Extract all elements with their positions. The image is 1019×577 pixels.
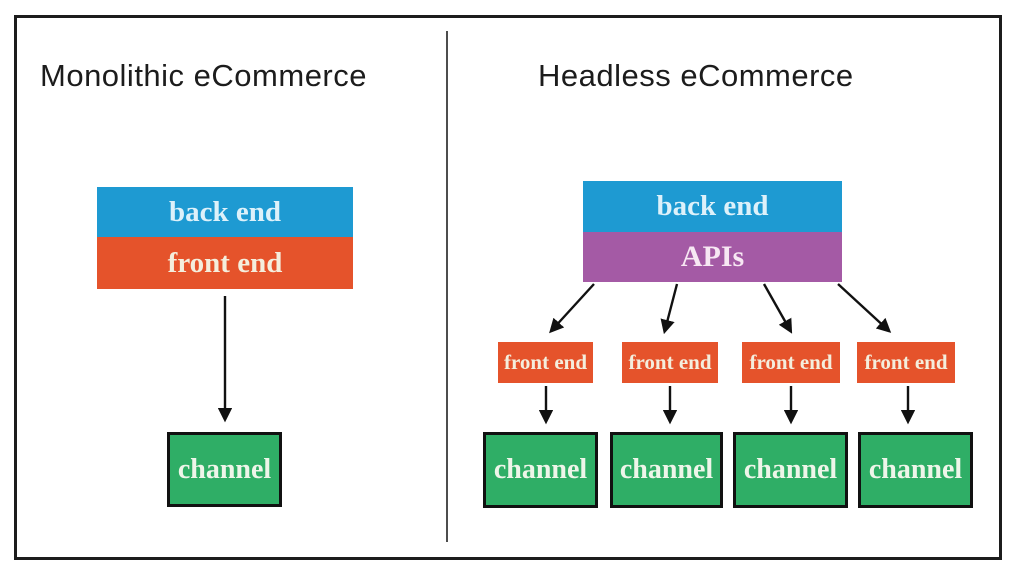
headless-title: Headless eCommerce (538, 58, 854, 93)
headless-backend-box: back end (583, 181, 842, 232)
headless-apis-box: APIs (583, 232, 842, 282)
headless-channel-box-4: channel (858, 432, 973, 508)
monolithic-channel-box: channel (167, 432, 282, 507)
headless-frontend-box-3: front end (742, 342, 840, 383)
panel-divider (446, 31, 448, 542)
headless-channel-box-2: channel (610, 432, 723, 508)
headless-channel-box-3: channel (733, 432, 848, 508)
headless-frontend-box-1: front end (498, 342, 593, 383)
headless-channel-box-1: channel (483, 432, 598, 508)
headless-frontend-box-2: front end (622, 342, 718, 383)
monolithic-backend-box: back end (97, 187, 353, 237)
monolithic-title: Monolithic eCommerce (40, 58, 367, 93)
headless-frontend-box-4: front end (857, 342, 955, 383)
monolithic-frontend-box: front end (97, 237, 353, 289)
